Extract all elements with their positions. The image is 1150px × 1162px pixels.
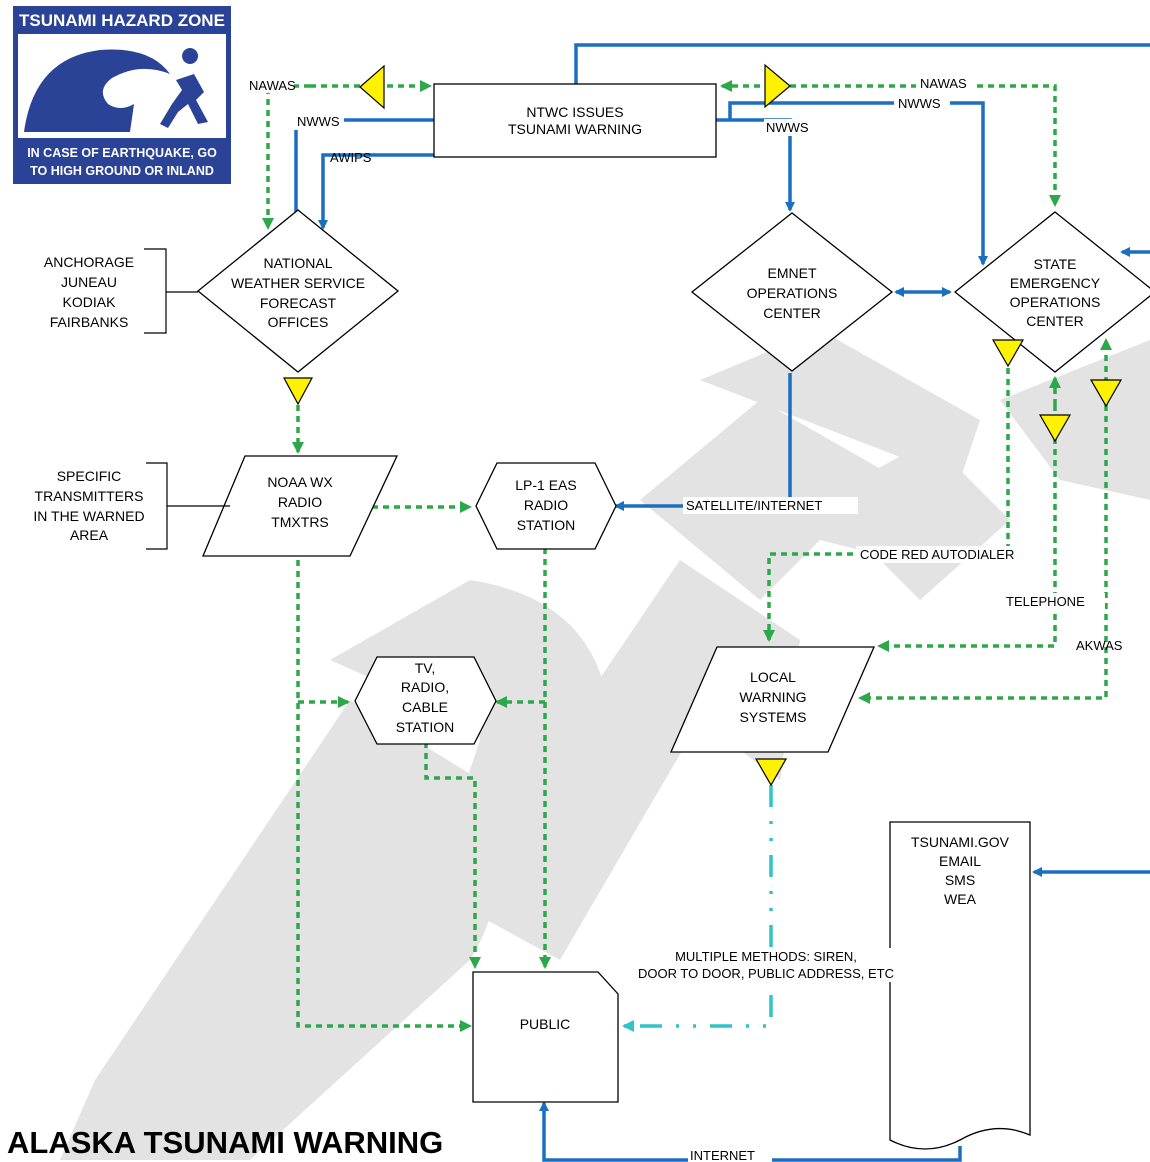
public-box (472, 971, 619, 1103)
label-code-red: CODE RED AUTODIALER (860, 547, 1014, 562)
tsunamigov-line-3: SMS (945, 872, 975, 888)
label-akwas: AKWAS (1076, 638, 1123, 653)
triangle-nws (282, 377, 314, 406)
label-nwws-left: NWWS (297, 114, 340, 129)
tsunamigov-document (889, 821, 1031, 1150)
lws-line-2: WARNING (739, 689, 806, 705)
tsunamigov-line-2: EMAIL (939, 853, 981, 869)
tv-line-4: STATION (396, 719, 455, 735)
office-juneau: JUNEAU (61, 274, 117, 290)
transmitters-line-2: TRANSMITTERS (35, 488, 144, 504)
label-awips: AWIPS (330, 150, 372, 165)
lws-line-3: SYSTEMS (740, 709, 807, 725)
logo-caption-2: TO HIGH GROUND OR INLAND (30, 164, 214, 178)
logo-caption-1: IN CASE OF EARTHQUAKE, GO (27, 146, 217, 160)
telephone-line (877, 405, 1057, 652)
public-label: PUBLIC (520, 1016, 571, 1032)
nwws-seoc-line (728, 101, 988, 266)
awips-line (318, 153, 434, 230)
noaa-line-2: RADIO (278, 494, 322, 510)
transmitters-bracket (146, 462, 168, 550)
lws-parallelogram (670, 646, 875, 753)
tv-to-public-line (424, 742, 481, 969)
emnet-line-1: EMNET (768, 265, 817, 281)
logo-title: TSUNAMI HAZARD ZONE (19, 11, 225, 30)
multiple-methods-line (622, 785, 773, 1032)
nws-diamond (196, 209, 400, 373)
page-title: ALASKA TSUNAMI WARNING (7, 1125, 443, 1160)
label-multiple-1: MULTIPLE METHODS: SIREN, (675, 949, 857, 964)
offices-bracket (144, 248, 167, 334)
emnet-line-2: OPERATIONS (747, 285, 838, 301)
yellow-triangle-markers (282, 63, 1123, 787)
nws-line-1: NATIONAL (264, 255, 333, 271)
nawas-to-seoc-line (790, 84, 1061, 207)
seoc-line-4: CENTER (1026, 313, 1084, 329)
tsunamigov-line-4: WEA (944, 891, 977, 907)
seoc-line-2: EMERGENCY (1010, 275, 1101, 291)
noaa-to-public-line (296, 560, 472, 1032)
emnet-diamond (690, 212, 894, 372)
nawas-to-nws-line (262, 84, 310, 230)
triangle-nawas-left (359, 64, 385, 110)
office-fairbanks: FAIRBANKS (50, 314, 129, 330)
label-telephone: TELEPHONE (1006, 594, 1085, 609)
akwas-line (858, 405, 1108, 704)
triangle-seoc-right (1089, 379, 1123, 408)
label-nawas-right: NAWAS (920, 76, 967, 91)
triangle-seoc-mid (1038, 414, 1072, 443)
lp1-hexagon (475, 462, 617, 550)
tv-hexagon (354, 656, 497, 745)
nws-line-2: WEATHER SERVICE (231, 275, 365, 291)
transmitters-line-1: SPECIFIC (57, 468, 122, 484)
office-kodiak: KODIAK (63, 294, 117, 310)
label-nawas-left: NAWAS (249, 78, 296, 93)
ntwc-box (433, 83, 717, 158)
label-nwws-right: NWWS (766, 120, 809, 135)
tsunamigov-line-1: TSUNAMI.GOV (911, 834, 1010, 850)
triangle-nawas-right (764, 63, 791, 109)
triangle-lws (754, 758, 788, 787)
lp1-line-2: RADIO (524, 497, 568, 513)
code-red-line (763, 368, 1010, 642)
ntwc-line-2: TSUNAMI WARNING (508, 121, 642, 137)
transmitters-line-4: AREA (70, 527, 109, 543)
emnet-line-3: CENTER (763, 305, 821, 321)
tv-line-1: TV, (415, 660, 436, 676)
seoc-line-3: OPERATIONS (1010, 294, 1101, 310)
tv-line-2: RADIO, (401, 679, 449, 695)
seoc-diamond (953, 211, 1150, 373)
noaa-line-3: TMXTRS (271, 514, 329, 530)
label-satellite-internet: SATELLITE/INTERNET (686, 498, 822, 513)
nws-line-3: FORECAST (260, 295, 337, 311)
office-anchorage: ANCHORAGE (44, 254, 134, 270)
nws-line-4: OFFICES (268, 314, 329, 330)
label-internet: INTERNET (690, 1148, 755, 1162)
running-person-icon (160, 48, 208, 128)
label-nwws-right-top: NWWS (898, 96, 941, 111)
tsunami-hazard-zone-logo: TSUNAMI HAZARD ZONE IN CASE OF EARTHQUAK… (13, 6, 231, 184)
noaa-line-1: NOAA WX (267, 474, 333, 490)
transmitters-line-3: IN THE WARNED (33, 508, 144, 524)
tv-line-3: CABLE (402, 699, 448, 715)
nwws-left-line (291, 118, 434, 230)
ntwc-to-state-edge-line (574, 43, 1150, 84)
lp1-line-1: LP-1 EAS (515, 477, 576, 493)
ntwc-line-1: NTWC ISSUES (526, 104, 623, 120)
seoc-line-1: STATE (1033, 256, 1076, 272)
lws-line-1: LOCAL (750, 669, 796, 685)
triangle-seoc-left (991, 339, 1025, 368)
noaa-parallelogram (202, 455, 399, 557)
lp1-line-3: STATION (517, 517, 576, 533)
green-connectors (262, 80, 1112, 1032)
label-multiple-2: DOOR TO DOOR, PUBLIC ADDRESS, ETC (638, 966, 894, 981)
